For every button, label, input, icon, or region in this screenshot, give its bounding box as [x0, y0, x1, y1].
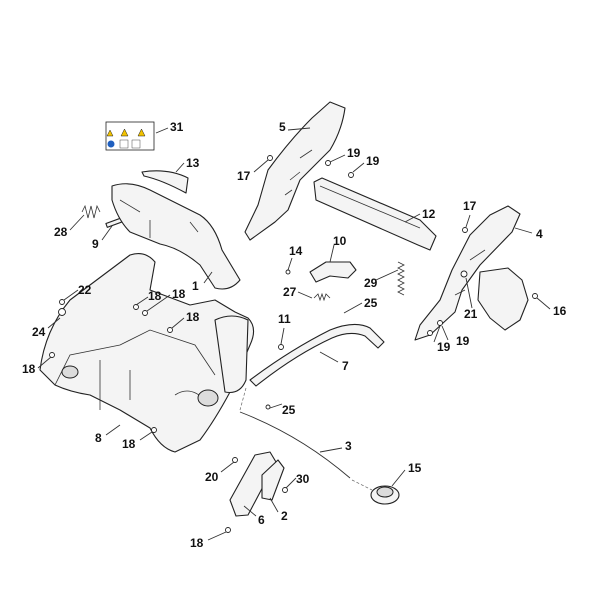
callout-17-b: 17	[463, 199, 477, 213]
callout-18-e: 18	[122, 437, 136, 451]
callout-24: 24	[32, 325, 46, 339]
callout-1: 1	[192, 279, 199, 293]
callout-19-d: 19	[456, 334, 470, 348]
side-plate-part-5	[244, 101, 346, 241]
callout-25-b: 25	[282, 403, 296, 417]
callout-29: 29	[364, 276, 378, 290]
callout-18-f: 18	[190, 536, 204, 550]
lever-part-2	[261, 459, 285, 501]
callout-18-a: 18	[148, 289, 162, 303]
callout-19-c: 19	[437, 340, 451, 354]
upper-cover-part-1	[111, 183, 241, 290]
cover-part-13	[141, 170, 189, 194]
callout-17-a: 17	[237, 169, 251, 183]
callout-14: 14	[289, 244, 303, 258]
callout-5: 5	[279, 120, 286, 134]
callout-16: 16	[553, 304, 567, 318]
callout-12: 12	[422, 207, 436, 221]
callout-22: 22	[78, 283, 92, 297]
callout-18-c: 18	[186, 310, 200, 324]
callout-10: 10	[333, 234, 347, 248]
gear-segment	[477, 267, 529, 331]
callout-8: 8	[95, 431, 102, 445]
callout-19-a: 19	[347, 146, 361, 160]
lever-part-10	[309, 261, 357, 283]
cable-part-3	[239, 411, 351, 479]
callout-28: 28	[54, 225, 68, 239]
callout-20: 20	[205, 470, 219, 484]
callout-19-b: 19	[366, 154, 380, 168]
callout-27: 27	[283, 285, 297, 299]
spring-part-29	[397, 261, 405, 296]
callout-18-d: 18	[22, 362, 36, 376]
screws	[49, 155, 538, 533]
side-plate-part-4	[414, 205, 521, 341]
callout-18-b: 18	[172, 287, 186, 301]
callout-6: 6	[258, 513, 265, 527]
warning-label-sticker	[105, 121, 155, 151]
callout-9: 9	[92, 237, 99, 251]
callout-11: 11	[278, 312, 291, 326]
callout-2: 2	[281, 509, 288, 523]
knob-part-15	[370, 485, 400, 505]
spring-part-28	[81, 204, 101, 219]
callout-25-a: 25	[364, 296, 378, 310]
callout-4: 4	[536, 227, 543, 241]
callout-30: 30	[296, 472, 310, 486]
handle-rod-part-7	[249, 323, 385, 387]
callout-21: 21	[464, 307, 478, 321]
callout-31: 31	[170, 120, 184, 134]
callout-3: 3	[345, 439, 352, 453]
callout-7: 7	[342, 359, 349, 373]
callout-13: 13	[186, 156, 200, 170]
leader-lines	[37, 127, 551, 541]
callout-15: 15	[408, 461, 422, 475]
spring-part-27	[313, 292, 331, 302]
